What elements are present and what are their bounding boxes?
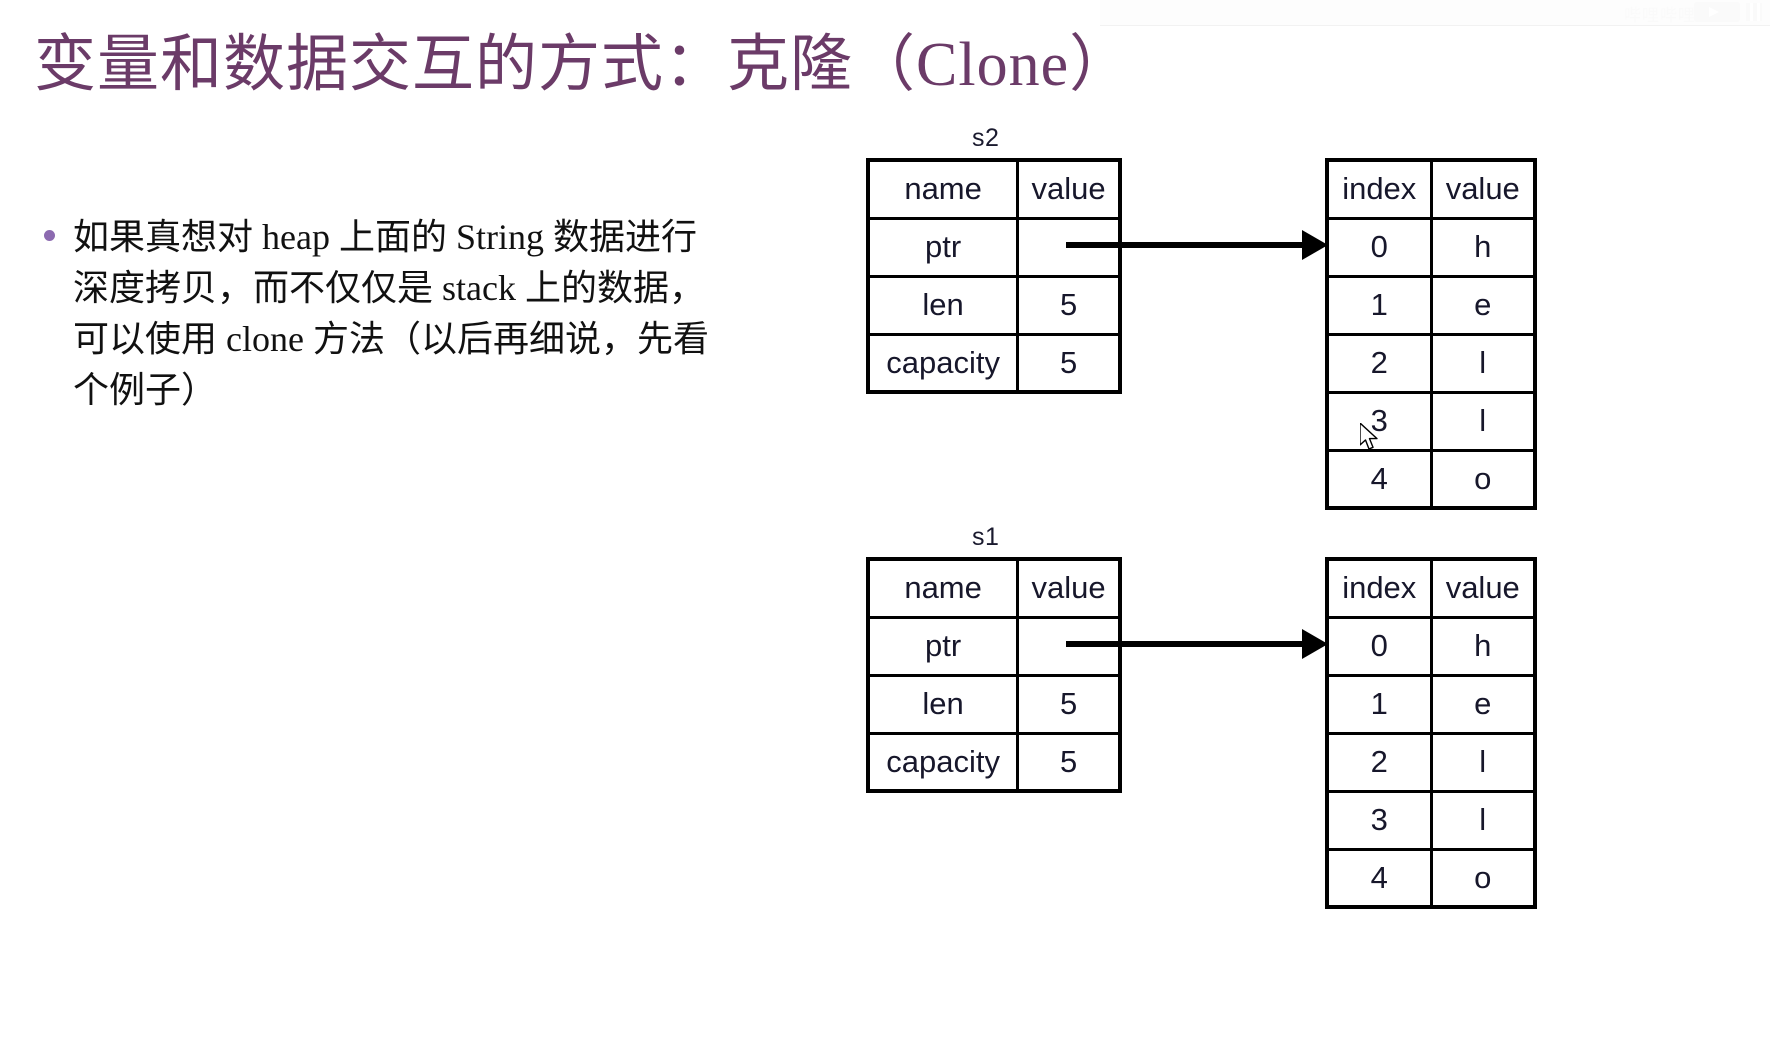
arrow-head-icon bbox=[1302, 230, 1328, 260]
table-row: capacity 5 bbox=[866, 332, 1122, 394]
table-row: name value bbox=[866, 557, 1122, 619]
bullet-dot-icon bbox=[44, 230, 55, 241]
arrow-shaft bbox=[1066, 242, 1303, 248]
table-row: name value bbox=[866, 158, 1122, 220]
bullet-line-2: 深度拷贝，而不仅仅是 stack 上的数据， bbox=[73, 268, 705, 309]
table-row: 4 o bbox=[1325, 847, 1537, 909]
table-row: 1 e bbox=[1325, 673, 1537, 735]
stack-caption-s2: s2 bbox=[972, 124, 1000, 152]
stack-row-len-name-s1: len bbox=[866, 673, 1020, 735]
heap-value-2-s2: l bbox=[1429, 332, 1537, 394]
heap-index-4-s1: 4 bbox=[1325, 847, 1433, 909]
page-title: 变量和数据交互的方式：克隆（Clone） bbox=[34, 31, 1133, 99]
bullet-block: 如果真想对 heap 上面的 String 数据进行 深度拷贝，而不仅仅是 st… bbox=[44, 212, 834, 416]
table-row: len 5 bbox=[866, 673, 1122, 735]
heap-index-0-s2: 0 bbox=[1325, 216, 1433, 278]
play-logo-icon bbox=[1694, 2, 1740, 22]
heap-table-s1: index value 0 h 1 e 2 l 3 l 4 o bbox=[1325, 557, 1537, 909]
heap-header-value-s2: value bbox=[1429, 158, 1537, 220]
stack-row-capacity-value-s1: 5 bbox=[1016, 731, 1122, 793]
heap-value-4-s2: o bbox=[1429, 448, 1537, 510]
arrow-shaft bbox=[1066, 641, 1303, 647]
heap-index-0-s1: 0 bbox=[1325, 615, 1433, 677]
table-row: 3 l bbox=[1325, 390, 1537, 452]
stack-table-s2: name value ptr len 5 capacity 5 bbox=[866, 158, 1122, 394]
stack-row-capacity-name-s1: capacity bbox=[866, 731, 1020, 793]
heap-value-1-s1: e bbox=[1429, 673, 1537, 735]
heap-value-4-s1: o bbox=[1429, 847, 1537, 909]
bullet-line-3: 可以使用 clone 方法（以后再细说，先看 bbox=[73, 319, 709, 360]
stack-table-s1: name value ptr len 5 capacity 5 bbox=[866, 557, 1122, 793]
bullet-line-4: 个例子） bbox=[73, 370, 218, 411]
table-row: 0 h bbox=[1325, 216, 1537, 278]
heap-value-0-s2: h bbox=[1429, 216, 1537, 278]
heap-header-index-s1: index bbox=[1325, 557, 1433, 619]
stack-row-capacity-name-s2: capacity bbox=[866, 332, 1020, 394]
signal-bars-icon bbox=[1746, 3, 1762, 21]
heap-table-s2: index value 0 h 1 e 2 l 3 l 4 o bbox=[1325, 158, 1537, 510]
bullet-text: 如果真想对 heap 上面的 String 数据进行 深度拷贝，而不仅仅是 st… bbox=[73, 212, 709, 416]
stack-row-len-name-s2: len bbox=[866, 274, 1020, 336]
table-row: index value bbox=[1325, 158, 1537, 220]
table-row: len 5 bbox=[866, 274, 1122, 336]
heap-value-1-s2: e bbox=[1429, 274, 1537, 336]
watermark-strip: 哔哩哔哩 bbox=[1100, 0, 1770, 26]
table-row: 4 o bbox=[1325, 448, 1537, 510]
stack-caption-s1: s1 bbox=[972, 523, 1000, 551]
stack-header-name-s2: name bbox=[866, 158, 1020, 220]
heap-value-3-s1: l bbox=[1429, 789, 1537, 851]
table-row: 0 h bbox=[1325, 615, 1537, 677]
table-row: 2 l bbox=[1325, 332, 1537, 394]
stack-row-ptr-name-s1: ptr bbox=[866, 615, 1020, 677]
stack-row-len-value-s1: 5 bbox=[1016, 673, 1122, 735]
bullet-line-1: 如果真想对 heap 上面的 String 数据进行 bbox=[73, 217, 697, 257]
heap-value-2-s1: l bbox=[1429, 731, 1537, 793]
heap-header-index-s2: index bbox=[1325, 158, 1433, 220]
table-row: 3 l bbox=[1325, 789, 1537, 851]
heap-index-1-s1: 1 bbox=[1325, 673, 1433, 735]
heap-index-3-s1: 3 bbox=[1325, 789, 1433, 851]
stack-row-ptr-name-s2: ptr bbox=[866, 216, 1020, 278]
table-row: 2 l bbox=[1325, 731, 1537, 793]
heap-value-3-s2: l bbox=[1429, 390, 1537, 452]
stack-row-len-value-s2: 5 bbox=[1016, 274, 1122, 336]
stack-row-capacity-value-s2: 5 bbox=[1016, 332, 1122, 394]
stack-header-value-s2: value bbox=[1016, 158, 1122, 220]
arrow-head-icon bbox=[1302, 629, 1328, 659]
heap-index-2-s2: 2 bbox=[1325, 332, 1433, 394]
heap-index-4-s2: 4 bbox=[1325, 448, 1433, 510]
heap-header-value-s1: value bbox=[1429, 557, 1537, 619]
table-row: 1 e bbox=[1325, 274, 1537, 336]
watermark-label: 哔哩哔哩 bbox=[1624, 6, 1696, 25]
stack-header-value-s1: value bbox=[1016, 557, 1122, 619]
heap-index-1-s2: 1 bbox=[1325, 274, 1433, 336]
heap-index-2-s1: 2 bbox=[1325, 731, 1433, 793]
heap-value-0-s1: h bbox=[1429, 615, 1537, 677]
stack-header-name-s1: name bbox=[866, 557, 1020, 619]
heap-index-3-s2: 3 bbox=[1325, 390, 1433, 452]
table-row: index value bbox=[1325, 557, 1537, 619]
table-row: capacity 5 bbox=[866, 731, 1122, 793]
